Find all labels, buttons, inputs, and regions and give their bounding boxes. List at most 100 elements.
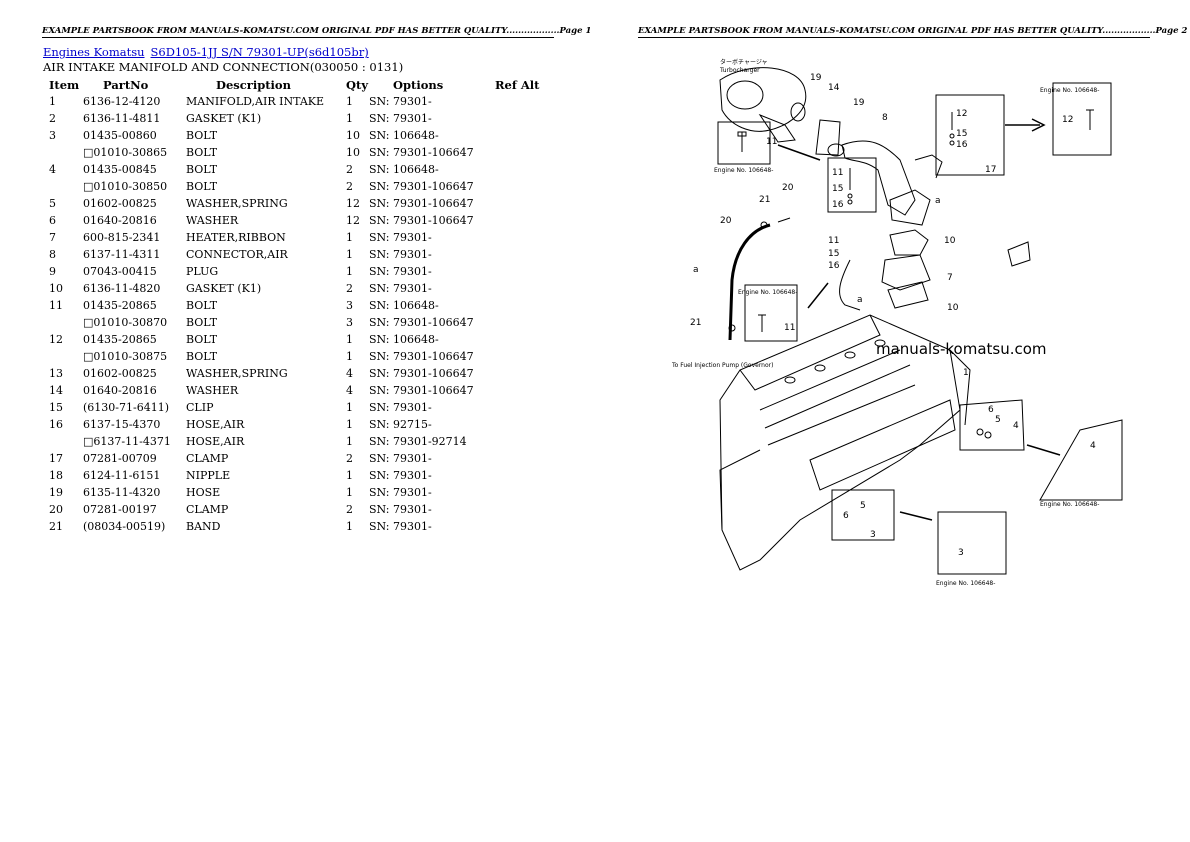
cell-ref-alt: [491, 399, 555, 416]
cell-description: GASKET (K1): [186, 112, 262, 125]
cell-item: [44, 144, 83, 161]
cell-options: SN: 79301-: [369, 486, 432, 499]
page-header-left: EXAMPLE PARTSBOOK FROM MANUALS-KOMATSU.C…: [42, 26, 592, 36]
cell-ref-alt: [491, 467, 555, 484]
cell-qty: 4: [346, 367, 353, 380]
cell-item: 1: [49, 95, 56, 108]
cell-description: HOSE: [186, 486, 221, 499]
engine-no-label-1: Engine No. 106648-: [714, 167, 773, 174]
cell-partno: 01602-00825: [83, 367, 157, 380]
cell-item: [44, 178, 83, 195]
cell-options: SN: 79301-: [369, 112, 432, 125]
callout-5: 5: [995, 415, 1001, 425]
cell-item: 16: [49, 418, 63, 431]
callout-6: 6: [988, 405, 994, 415]
callout-14-b: 16: [956, 140, 968, 150]
cell-item: [44, 433, 83, 450]
cell-item: 11: [49, 299, 63, 312]
callout-4-b: 4: [1090, 441, 1096, 451]
cell-item: 10: [49, 282, 63, 295]
cell-partno: 6135-11-4320: [83, 486, 161, 499]
callout-a: a: [935, 196, 941, 206]
cell-partno: 01435-00860: [83, 129, 157, 142]
cell-qty: 1: [346, 520, 353, 533]
callout-8: 8: [882, 113, 888, 123]
cell-partno: 01640-20816: [83, 214, 157, 227]
cell-item: 17: [49, 452, 63, 465]
cell-qty: 1: [346, 435, 353, 448]
cell-qty: 1: [346, 401, 353, 414]
cell-options: SN: 79301-: [369, 282, 432, 295]
cell-qty: 3: [346, 299, 353, 312]
cell-ref-alt: [491, 365, 555, 382]
cell-description: HOSE,AIR: [186, 418, 245, 431]
cell-qty: 10: [346, 146, 360, 159]
cell-description: HOSE,AIR: [186, 435, 245, 448]
cell-options: SN: 79301-106647: [369, 146, 474, 159]
callout-15: 17: [985, 165, 996, 175]
detail-box-3-b: [937, 511, 1007, 575]
header-divider-left: [42, 37, 554, 38]
cell-qty: 1: [346, 333, 353, 346]
cell-description: BOLT: [186, 299, 218, 312]
callout-13: 15: [832, 184, 843, 194]
callout-11-c: 11: [828, 236, 839, 246]
cell-ref-alt: [491, 161, 555, 178]
cell-item: 8: [49, 248, 56, 261]
cell-item: 3: [49, 129, 56, 142]
cell-partno: 6124-11-6151: [83, 469, 161, 482]
cell-item: 4: [49, 163, 56, 176]
cell-description: CONNECTOR,AIR: [186, 248, 288, 261]
cell-item: 5: [49, 197, 56, 210]
cell-ref-alt: [491, 501, 555, 518]
cell-options: SN: 79301-106647: [369, 350, 474, 363]
cell-options: SN: 79301-: [369, 503, 432, 516]
cell-qty: 10: [346, 129, 360, 142]
callout-21: a: [693, 265, 699, 275]
cell-ref-alt: [491, 518, 555, 535]
cell-description: CLAMP: [186, 503, 229, 516]
detail-box-12-b: [1052, 82, 1112, 156]
cell-item: 13: [49, 367, 63, 380]
cell-item: 21: [49, 520, 63, 533]
cell-qty: 1: [346, 231, 353, 244]
cell-options: SN: 79301-: [369, 95, 432, 108]
cell-qty: 4: [346, 384, 353, 397]
cell-partno: 07281-00197: [83, 503, 157, 516]
cell-description: HEATER,RIBBON: [186, 231, 286, 244]
cell-options: SN: 106648-: [369, 129, 439, 142]
cell-partno: 07281-00709: [83, 452, 157, 465]
cell-description: NIPPLE: [186, 469, 231, 482]
cell-item: [44, 348, 83, 365]
callout-12-a: 12: [956, 109, 967, 119]
engine-no-label-2: Engine No. 106648-: [1040, 87, 1099, 94]
cell-ref-alt: [491, 382, 555, 399]
callout-5-b: 5: [860, 501, 866, 511]
breadcrumb-link-model[interactable]: S6D105-1JJ S/N 79301-UP(s6d105br): [150, 45, 369, 59]
cell-item: 14: [49, 384, 63, 397]
cell-options: SN: 79301-106647: [369, 214, 474, 227]
cell-ref-alt: [491, 127, 555, 144]
cell-partno: 6137-11-4311: [83, 248, 161, 261]
parts-table: Item PartNo Description Qty Options Ref …: [44, 76, 555, 535]
cell-ref-alt: [491, 484, 555, 501]
turbo-label: Turbocharger: [719, 67, 760, 74]
cell-qty: 3: [346, 316, 353, 329]
engine-no-label-4: Engine No. 106648-: [1040, 501, 1099, 508]
col-header-qty: Qty: [346, 77, 369, 92]
cell-partno: □01010-30870: [83, 316, 168, 329]
cell-options: SN: 79301-106647: [369, 384, 474, 397]
cell-ref-alt: [491, 433, 555, 450]
breadcrumb-link-engines[interactable]: Engines Komatsu: [43, 45, 145, 59]
